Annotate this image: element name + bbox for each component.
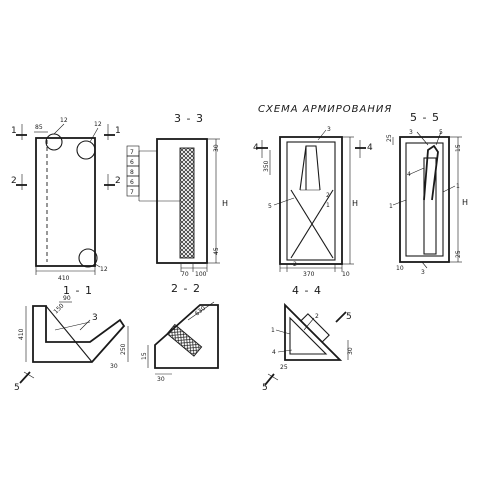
section-4-4-view: 1 4 2 5 30 25 5 <box>262 302 354 393</box>
section-2-2-heading: 2 - 2 <box>171 282 201 295</box>
dim-3-3-top: 30 <box>213 144 220 152</box>
callout-label-right: 12 <box>94 121 102 128</box>
s44-mark-5: 5 <box>346 312 352 322</box>
cut-1-left: 1 <box>11 126 17 136</box>
reinforcement-scheme-view: 3 5 2 1 4 4 350 2 370 10 H <box>253 126 373 278</box>
hook-bar <box>299 145 321 191</box>
s11-mark-3: 3 <box>92 313 98 323</box>
scheme-mark-2: 2 <box>326 192 330 199</box>
callout-circle-top-right <box>76 140 96 160</box>
callout-circle-top-left <box>45 133 63 151</box>
scheme-dim-370: 370 <box>303 271 315 278</box>
s22-dim-15: 15 <box>141 352 148 360</box>
s11-dim-250: 250 <box>120 343 127 355</box>
dim-3-3-b2: 100 <box>195 271 207 278</box>
cut-2-left: 2 <box>11 176 17 186</box>
scheme-heading: СХЕМА АРМИРОВАНИЯ <box>258 104 392 115</box>
section-5-5-outline <box>399 136 450 263</box>
elevation-outline <box>35 137 96 267</box>
s44-cut-5: 5 <box>262 383 268 393</box>
s44-mark-4: 4 <box>272 349 276 356</box>
callout-leader-13 <box>94 263 101 268</box>
marker-6b: 6 <box>130 179 134 186</box>
section-1-1-heading: 1 - 1 <box>63 284 93 297</box>
s55-mark-4: 4 <box>407 171 411 178</box>
section-5-5-hook <box>423 144 439 201</box>
marker-7a: 7 <box>130 149 134 156</box>
marker-6a: 6 <box>130 159 134 166</box>
section-5-5-bar-box <box>423 157 437 255</box>
scheme-mark-3: 3 <box>327 126 331 133</box>
diagonal-bar-b <box>290 189 334 259</box>
scheme-dim-10: 10 <box>342 271 350 278</box>
s44-mark-1: 1 <box>271 327 275 334</box>
section-2-2-mesh <box>166 323 203 357</box>
section-5-5-view: 4 1 3 5 1 3 25 10 15 H 25 <box>386 129 468 276</box>
s55-mark-1-left: 1 <box>389 203 393 210</box>
scheme-height-H: H <box>352 199 358 208</box>
scheme-inner-outline <box>286 141 336 261</box>
reinforcement-mesh-hatch <box>179 147 195 259</box>
s55-dim-10: 10 <box>396 265 404 272</box>
cut-4-left: 4 <box>253 143 259 153</box>
scheme-mark-1: 1 <box>326 202 330 209</box>
s55-mark-5-top: 5 <box>439 129 443 136</box>
dim-width-410: 410 <box>58 275 70 282</box>
section-5-5-inner <box>405 142 444 257</box>
dim-top-85: 85 <box>35 124 43 131</box>
s44-mark-2: 2 <box>315 313 319 320</box>
rebar-markers: 7 6 8 6 7 <box>126 145 180 202</box>
section-5-5-heading: 5 - 5 <box>410 111 440 124</box>
s44-dim-25: 25 <box>280 364 288 371</box>
section-4-4-inner <box>289 316 328 355</box>
callout-circle-bottom <box>78 248 98 268</box>
s55-mark-3-top: 3 <box>409 129 413 136</box>
s11-dim-30: 30 <box>110 363 118 370</box>
s55-dim-25: 25 <box>386 134 393 142</box>
cut-4-right: 4 <box>367 143 373 153</box>
s11-dim-150: 150 <box>52 302 65 315</box>
s55-height-H: H <box>462 198 468 207</box>
elevation-view: 12 12 12 85 410 1 1 2 2 <box>11 117 121 282</box>
s11-dim-410: 410 <box>18 328 25 340</box>
section-2-2-view: 630 15 30 <box>141 301 219 383</box>
section-3-3-heading: 3 - 3 <box>174 112 204 125</box>
cut-1-right: 1 <box>115 126 121 136</box>
section-1-1-outline <box>32 305 126 363</box>
marker-7b: 7 <box>130 189 134 196</box>
callout-label-top: 12 <box>60 117 68 124</box>
cut-5-line <box>19 371 31 384</box>
callout-leader-12 <box>53 123 65 135</box>
scheme-mark-5: 5 <box>268 203 272 210</box>
s55-mark-3-bottom: 3 <box>421 269 425 276</box>
s22-dim-30: 30 <box>157 376 165 383</box>
section-1-1-view: 150 90 410 250 30 3 5 <box>14 295 129 393</box>
scheme-dim-2: 2 <box>293 261 297 268</box>
callout-label-bottom: 12 <box>100 266 108 273</box>
section-1-1-diagonal <box>45 305 93 363</box>
scheme-outer-outline <box>279 136 343 265</box>
s55-dim-25-bottom: 25 <box>455 250 462 258</box>
section-3-3-view: 7 6 8 6 7 30 H 45 70 100 <box>126 138 228 278</box>
dim-3-3-b1: 70 <box>181 271 189 278</box>
s22-dim-630: 630 <box>194 305 207 318</box>
cut-2-right: 2 <box>115 176 121 186</box>
section-2-2-outline <box>154 304 219 369</box>
dim-3-3-height: H <box>222 199 228 208</box>
callout-leader-12b <box>89 127 99 143</box>
s11-dim-90: 90 <box>63 295 71 302</box>
s44-dim-30: 30 <box>347 347 354 355</box>
s11-cut-5: 5 <box>14 383 20 393</box>
section-4-4-bar <box>300 313 330 343</box>
scheme-dim-350: 350 <box>263 160 270 172</box>
marker-8: 8 <box>130 169 134 176</box>
section-4-4-heading: 4 - 4 <box>292 284 322 297</box>
dim-3-3-bottom: 45 <box>213 247 220 255</box>
s55-dim-15: 15 <box>455 144 462 152</box>
